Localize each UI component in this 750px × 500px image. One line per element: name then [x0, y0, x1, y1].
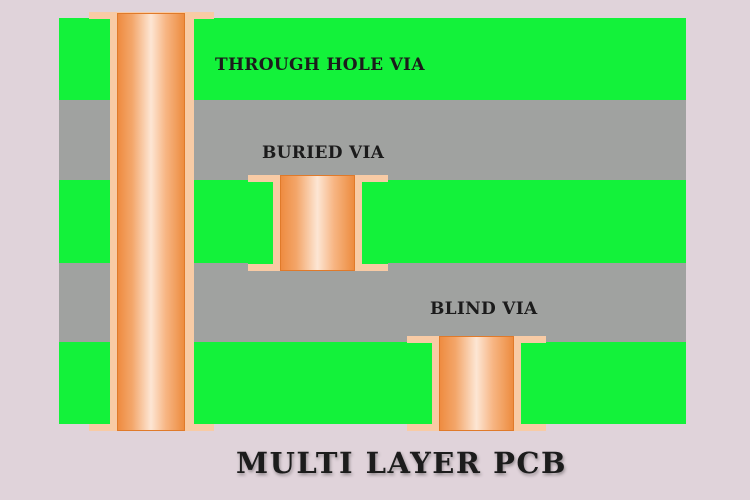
- buried-via-copper-left: [248, 182, 273, 264]
- diagram-title: MULTI LAYER PCB: [236, 446, 568, 480]
- blind-via-copper-right: [521, 343, 546, 424]
- through-hole-barrel: [117, 13, 185, 431]
- blind-via-copper-left: [407, 343, 432, 424]
- buried-via-label: BURIED VIA: [262, 143, 385, 163]
- buried-via-barrel: [280, 175, 355, 271]
- through-hole-via-label: THROUGH HOLE VIA: [215, 55, 425, 75]
- blind-via-label: BLIND VIA: [430, 299, 538, 319]
- blind-via-barrel: [439, 336, 514, 431]
- buried-via-copper-right: [362, 182, 388, 264]
